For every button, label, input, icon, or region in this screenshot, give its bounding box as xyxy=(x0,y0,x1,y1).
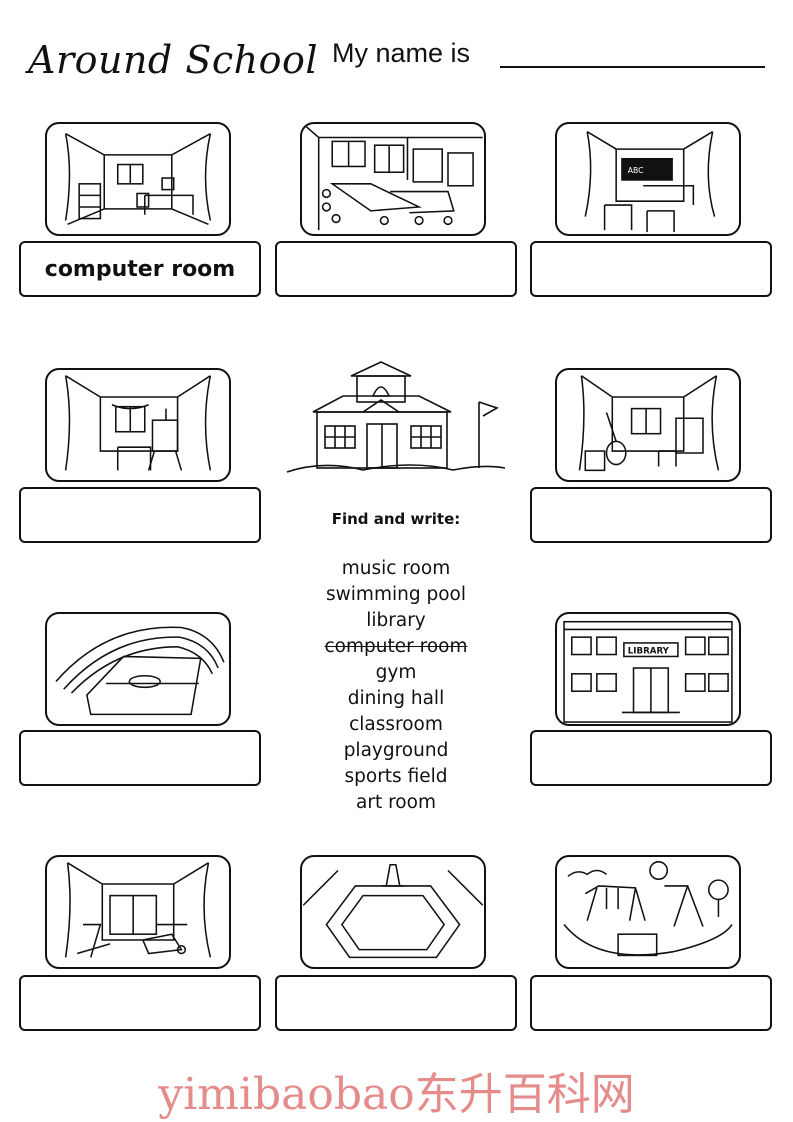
word-bank: music room swimming pool library compute… xyxy=(300,556,492,816)
library-picture: LIBRARY xyxy=(555,612,741,726)
music-room-picture xyxy=(555,368,741,482)
name-write-line[interactable] xyxy=(500,66,765,68)
answer-box-5[interactable] xyxy=(530,487,772,543)
word-bank-item: art room xyxy=(356,792,436,813)
playground-picture xyxy=(555,855,741,969)
word-bank-item: library xyxy=(366,610,426,631)
answer-box-9[interactable] xyxy=(275,975,517,1031)
word-bank-item: classroom xyxy=(349,714,443,735)
art-room-picture xyxy=(45,368,231,482)
answer-box-6[interactable] xyxy=(19,730,261,786)
answer-box-3[interactable] xyxy=(530,241,772,297)
instruction-heading: Find and write: xyxy=(331,510,461,528)
library-sign-text: LIBRARY xyxy=(628,647,670,657)
watermark: yimibaobao东升百科网 xyxy=(158,1069,635,1120)
worksheet-title: Around School xyxy=(28,38,319,82)
answer-box-2[interactable] xyxy=(275,241,517,297)
swimming-pool-picture xyxy=(300,855,486,969)
answer-box-1[interactable]: computer room xyxy=(19,241,261,297)
answer-box-4[interactable] xyxy=(19,487,261,543)
name-label: My name is xyxy=(332,38,471,68)
sports-field-picture xyxy=(45,612,231,726)
word-bank-item: dining hall xyxy=(347,688,445,709)
word-bank-item: music room xyxy=(341,558,451,579)
answer-box-7[interactable] xyxy=(530,730,772,786)
blackboard-text: ABC xyxy=(628,166,644,175)
gym-picture xyxy=(45,855,231,969)
word-bank-item: swimming pool xyxy=(326,584,466,605)
answer-box-10[interactable] xyxy=(530,975,772,1031)
classroom-picture: ABC xyxy=(555,122,741,236)
computer-room-picture xyxy=(45,122,231,236)
word-bank-item-used: computer room xyxy=(324,636,468,657)
word-bank-item: sports field xyxy=(344,766,448,787)
school-building-illustration xyxy=(286,361,506,473)
word-bank-item: gym xyxy=(375,662,417,683)
dining-hall-picture xyxy=(300,122,486,236)
answer-box-8[interactable] xyxy=(19,975,261,1031)
word-bank-item: playground xyxy=(343,740,449,761)
